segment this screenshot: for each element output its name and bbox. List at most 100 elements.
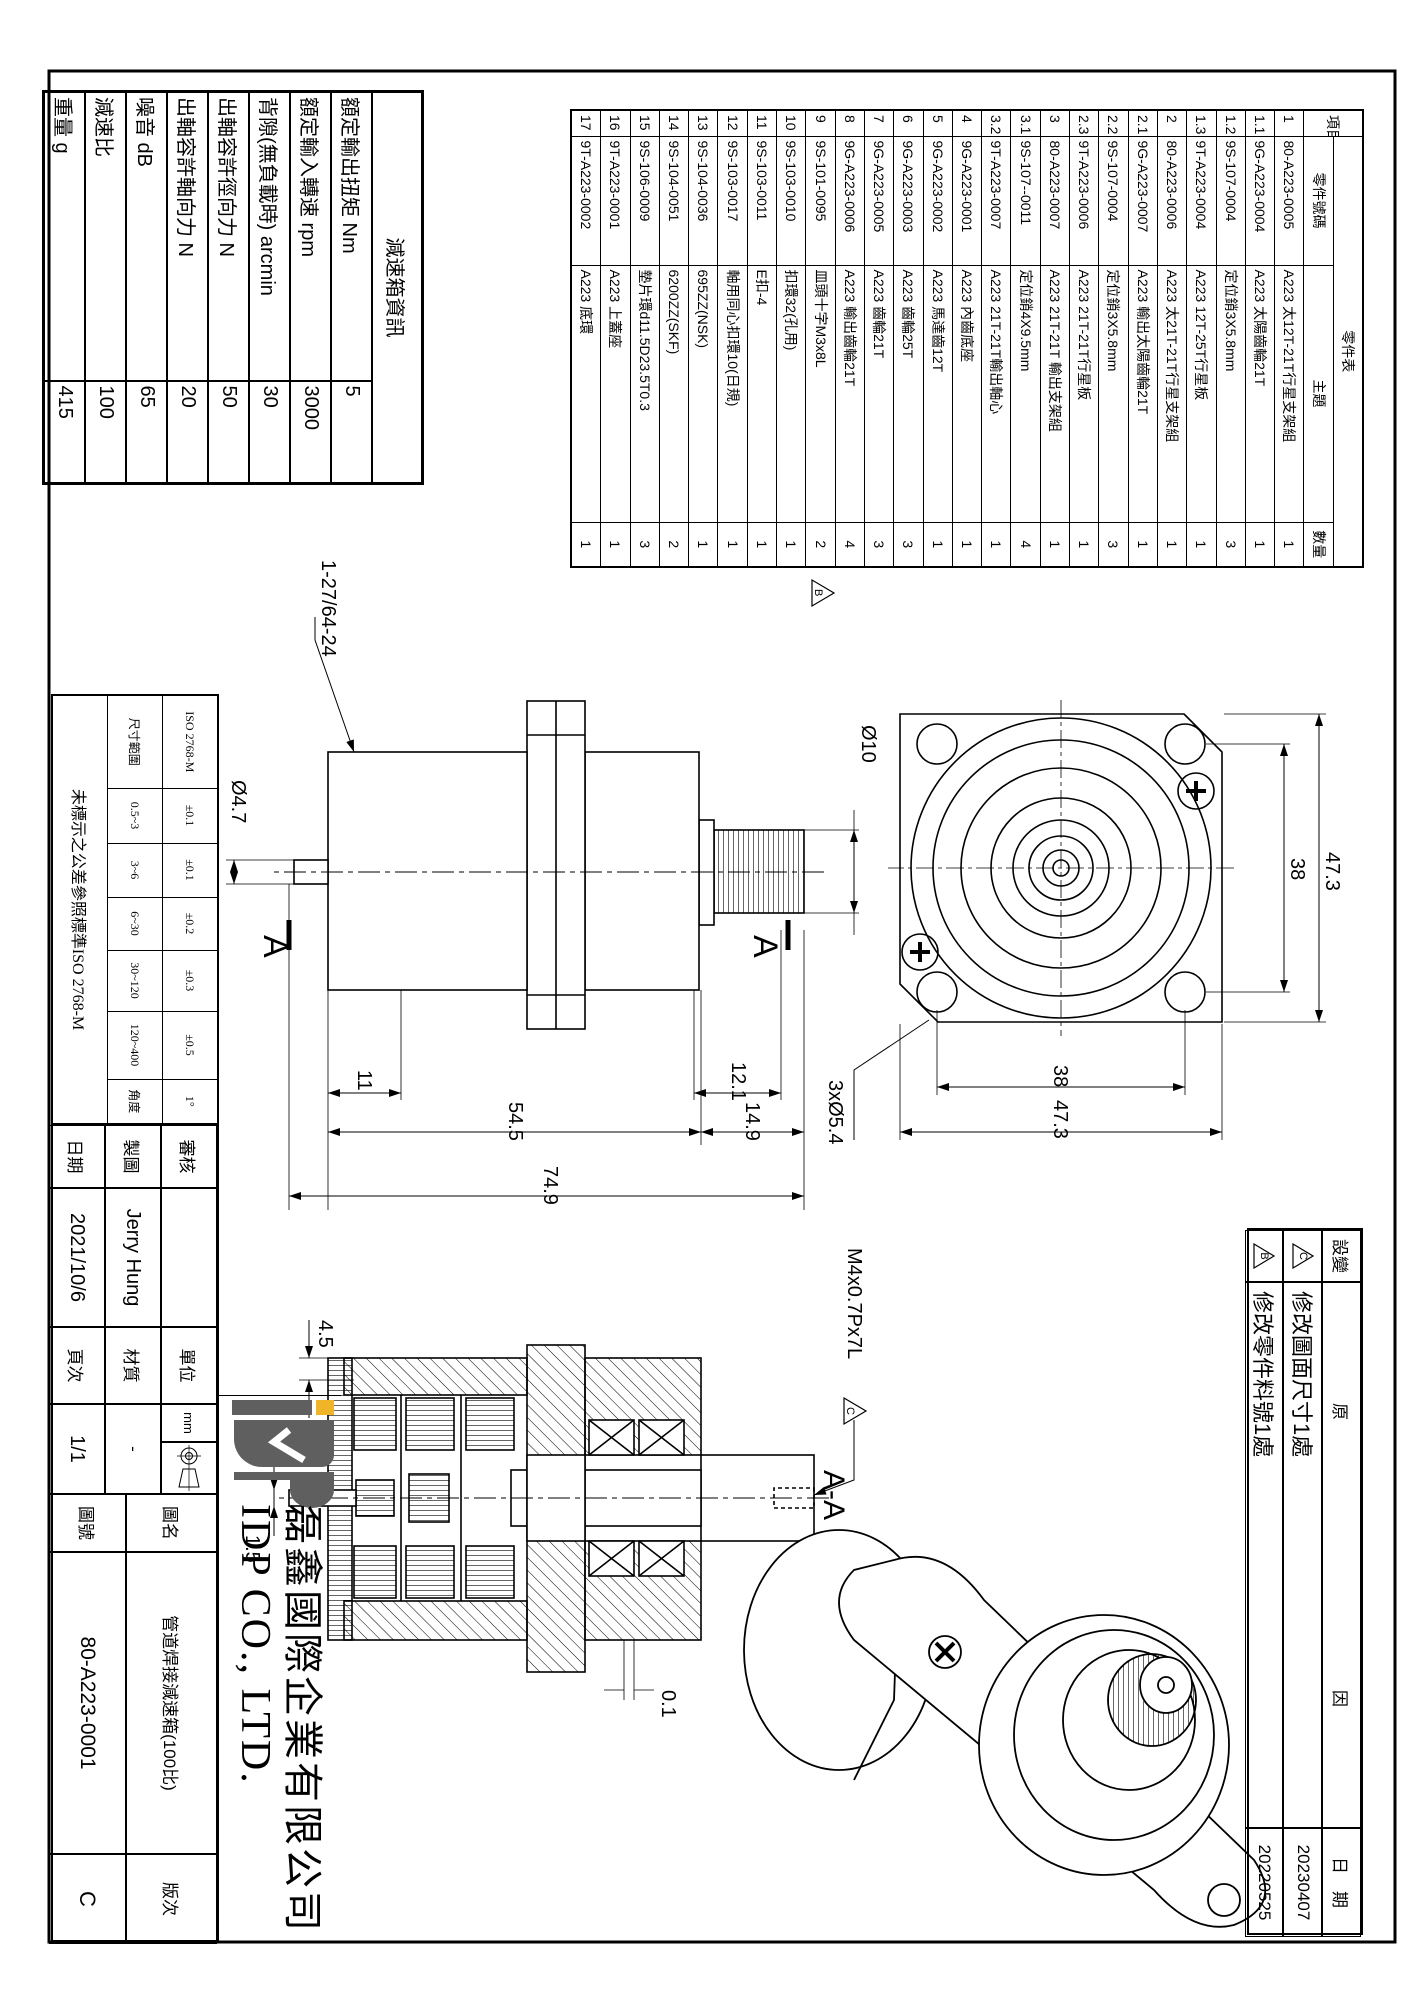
body-front: [584, 751, 700, 991]
part-subject: A223 齒輪21T: [864, 265, 894, 522]
bearing: [638, 1540, 685, 1577]
company-name-en: IDP CO., LTD.: [232, 1504, 278, 1785]
part-item: 6: [893, 110, 924, 136]
spec-value: 3000: [290, 380, 331, 484]
revision-reason: 修改圖面尺寸1處: [1283, 1282, 1322, 1828]
side-view: [226, 617, 859, 1210]
revision-mark: C: [1283, 1230, 1322, 1282]
part-qty: 1: [747, 522, 777, 568]
part-item: 2.1: [1128, 110, 1158, 136]
part-subject: 墊片環d11.5D23.5T0.3: [630, 265, 660, 522]
part-qty: 1: [1274, 522, 1304, 568]
part-number: 9S-106-0009: [630, 136, 660, 265]
revision-mark-letter: B: [812, 589, 824, 596]
part-number: 9T-A223-0007: [981, 136, 1011, 265]
revision-mark-letter: B: [1258, 1252, 1271, 1260]
part-item: 10: [776, 110, 806, 136]
part-qty: 1: [688, 522, 718, 568]
part-item: 15: [630, 110, 660, 136]
screw-icon: [1177, 772, 1215, 810]
mount-hole: [916, 971, 958, 1013]
part-subject: A223 太陽齒輪21T: [1245, 265, 1275, 522]
revision-reason: 修改零件料號1處: [1245, 1282, 1284, 1828]
dim-shaft-diameter: Ø10: [857, 725, 879, 763]
part-subject: A223 太12T-21T行星支架組: [1274, 265, 1304, 522]
section-cut-mark: A: [746, 935, 784, 958]
part-subject: 軸用同心扣環10(日規): [717, 265, 748, 522]
tolerance-range: 30~120: [107, 950, 163, 1011]
part-number: 80-A223-0005: [1274, 136, 1304, 265]
part-item: 13: [688, 110, 718, 136]
part-subject: A223 底環: [570, 265, 601, 522]
gearbox-info-title: 減速箱資訊: [372, 91, 423, 484]
revision-header-reason: 原 因: [1322, 1282, 1361, 1828]
revision-header-date: 日 期: [1322, 1828, 1361, 1937]
part-qty: 3: [893, 522, 924, 568]
section-view: [270, 1320, 855, 1700]
part-item: 9: [805, 110, 836, 136]
revision-mark-letter: C: [1296, 1252, 1309, 1260]
part-qty: 3: [1216, 522, 1246, 568]
dim-54-5: 54.5: [504, 1102, 526, 1141]
part-qty: 3: [1098, 522, 1129, 568]
revision-triangle-icon: C: [1292, 1243, 1314, 1269]
tolerance-note: 未標示之公差參照標準ISO 2768-M: [52, 695, 108, 1124]
tolerance-standard: ISO 2768-M: [162, 695, 218, 788]
tolerance-value: ±0.3: [162, 950, 218, 1011]
part-subject: 6200ZZ(SKF): [659, 265, 689, 522]
spec-value: 415: [43, 380, 85, 484]
date-label: 日期: [49, 1125, 105, 1188]
part-item: 4: [952, 110, 982, 136]
version-value: C: [49, 1854, 126, 1944]
section-labels: A-A M4x0.7Px7L C 4.5 1.5 0.1: [241, 1248, 868, 1718]
part-subject: 695ZZ(NSK): [688, 265, 718, 522]
section-title: A-A: [817, 1470, 850, 1520]
spec-value: 5: [331, 380, 372, 484]
part-item: 1.3: [1186, 110, 1217, 136]
dim-12-1: 12.1: [727, 1062, 749, 1101]
planet-gear: [465, 1397, 515, 1451]
part-item: 1.1: [1245, 110, 1275, 136]
part-subject: A223 輸出齒輪21T: [835, 265, 865, 522]
drawn-label: 製圖: [105, 1125, 161, 1188]
part-number: 9S-107-0004: [1098, 136, 1129, 265]
part-subject: A223 輸出太陽齒輪21T: [1128, 265, 1158, 522]
part-qty: 1: [1157, 522, 1187, 568]
tolerance-range: 0.5~3: [107, 788, 163, 843]
company-logo-icon: [232, 1400, 334, 1508]
part-number: 9T-A223-0002: [570, 136, 601, 265]
part-item: 3: [1040, 110, 1070, 136]
drawing-name-value: 管道焊接減速箱(100比): [126, 1552, 217, 1854]
part-qty: 1: [1186, 522, 1217, 568]
review-value: [161, 1188, 217, 1327]
material-label: 材質: [105, 1327, 161, 1404]
revision-header-reason-2: 因: [1330, 1690, 1349, 1707]
dim-outer-top: 47.3: [1321, 852, 1343, 891]
part-qty: 1: [600, 522, 631, 568]
output-spline-shaft: [713, 829, 805, 914]
part-number: 9S-101-0095: [805, 136, 836, 265]
revision-mark-letter: C: [844, 1407, 856, 1415]
revision-mark-c: C: [843, 1396, 868, 1426]
parts-header-qty: 數量: [1303, 522, 1334, 568]
